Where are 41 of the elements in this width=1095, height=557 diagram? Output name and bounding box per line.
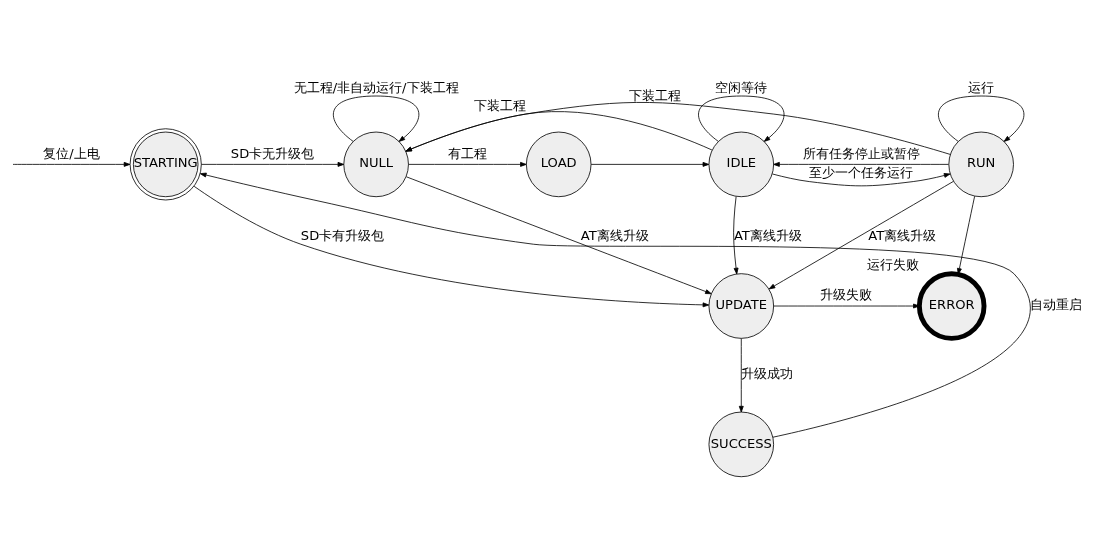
arrow	[332, 95, 420, 142]
arrow	[193, 185, 710, 307]
arrow	[201, 161, 345, 167]
node-circle: ERROR	[916, 270, 987, 341]
edge-label: 有工程	[447, 145, 487, 161]
arrow	[12, 161, 131, 167]
arrow	[768, 180, 954, 289]
edge-label: AT离线升级	[868, 227, 937, 243]
edge-label: 至少一个任务运行	[809, 164, 914, 180]
arrow	[733, 195, 739, 274]
arrow	[957, 195, 976, 275]
arrow	[938, 95, 1025, 142]
arrow	[590, 161, 710, 167]
edge-label: 所有任务停止或暂停	[802, 145, 920, 161]
arrow	[698, 95, 785, 142]
arrow	[772, 172, 951, 186]
node-label: 运行失败	[867, 256, 920, 272]
arrow	[408, 161, 527, 167]
arrow	[773, 161, 949, 167]
edge-label: AT离线升级	[580, 227, 649, 243]
node-circle: SUCCESS	[708, 411, 775, 477]
arrow	[199, 172, 1031, 438]
edge-label: AT离线升级	[733, 227, 802, 243]
edge-label: 自动重启	[1030, 296, 1083, 312]
edge-label: SD卡有升级包	[300, 227, 385, 243]
arrow	[405, 110, 713, 152]
edge-label: 空闲等待	[715, 79, 768, 95]
edge-label: 升级失败	[820, 286, 873, 302]
arrow	[405, 101, 951, 155]
arrow	[405, 175, 712, 294]
node-circle: IDLE	[708, 131, 775, 197]
edge-label: 无工程/非自动运行/下装工程	[293, 79, 459, 95]
arrow	[773, 303, 920, 308]
edge-label: 升级成功	[741, 365, 794, 381]
arrow	[738, 337, 744, 412]
edge-label: 下装工程	[629, 87, 682, 103]
edge-label: 下装工程	[473, 97, 526, 113]
node-circle: LOAD	[525, 131, 592, 197]
edge-label: SD卡无升级包	[230, 145, 315, 161]
edge-label: 运行	[968, 79, 995, 95]
edge-label: 复位/上电	[43, 145, 100, 161]
